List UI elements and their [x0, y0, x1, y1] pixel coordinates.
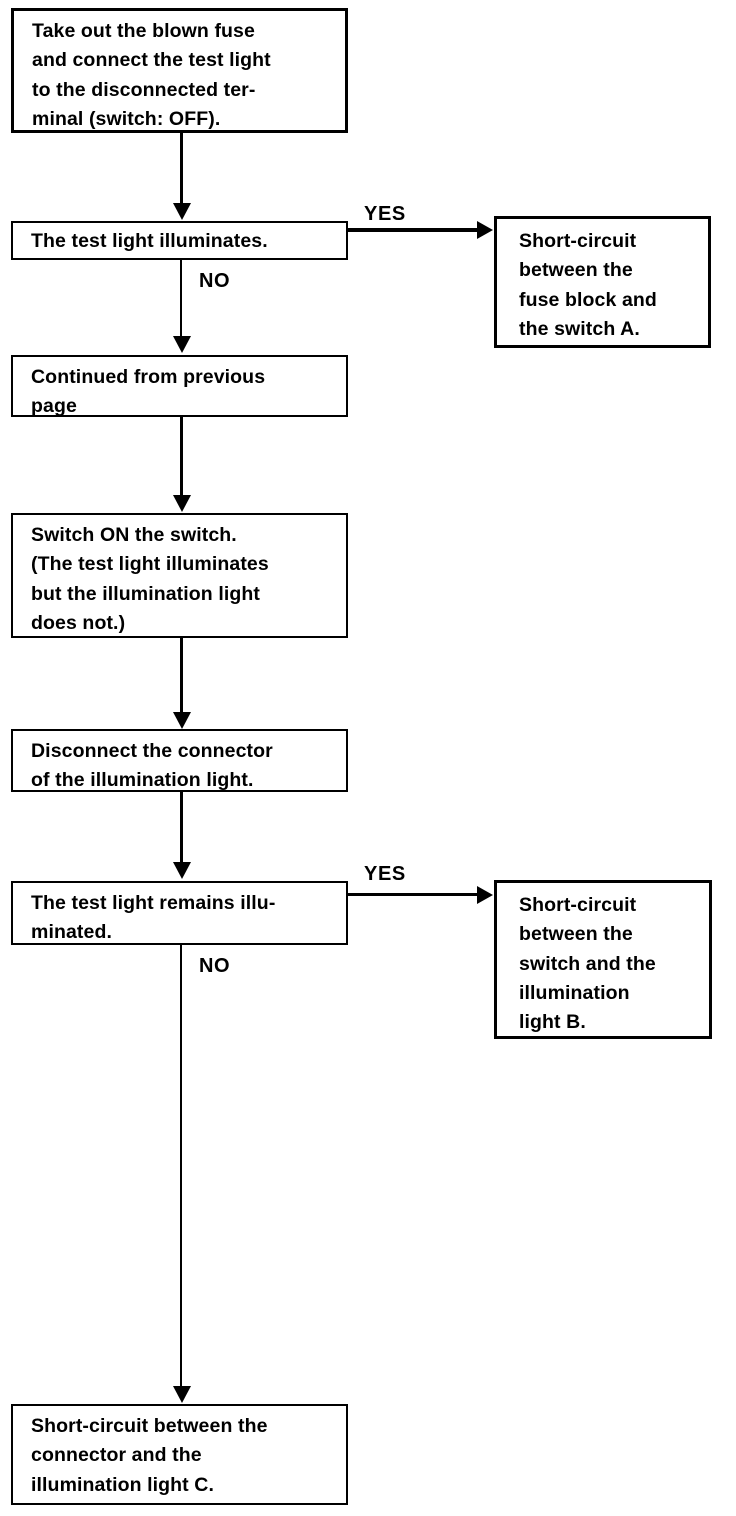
connector-decision2-to-resultC	[180, 944, 182, 1390]
node-result-a[interactable]: Short-circuit between the fuse block and…	[494, 216, 711, 348]
arrowhead-right-resultB	[477, 886, 493, 904]
arrowhead-right-resultA	[477, 221, 493, 239]
node-result-c[interactable]: Short-circuit between the connector and …	[11, 1404, 348, 1505]
edge-label-yes-1: YES	[364, 203, 406, 225]
connector-decision1-yes	[345, 228, 477, 232]
arrowhead-down-decision2	[173, 862, 191, 879]
node-continued-from-previous-page[interactable]: Continued from previous page	[11, 355, 348, 417]
connector-decision2-yes	[345, 893, 479, 896]
connector-decision1-to-continued	[180, 259, 182, 337]
arrowhead-down-resultC	[173, 1386, 191, 1403]
connector-step3-to-decision2	[180, 792, 183, 864]
connector-step2-to-step3	[180, 638, 183, 714]
node-step1[interactable]: Take out the blown fuse and connect the …	[11, 8, 348, 133]
arrowhead-down-continued	[173, 336, 191, 353]
node-step2[interactable]: Switch ON the switch. (The test light il…	[11, 513, 348, 638]
node-result-b[interactable]: Short-circuit between the switch and the…	[494, 880, 712, 1039]
arrowhead-down-step3	[173, 712, 191, 729]
edge-label-no-1: NO	[199, 270, 231, 292]
connector-continued-to-step2	[180, 417, 183, 497]
edge-label-yes-2: YES	[364, 863, 406, 885]
connector-step1-to-decision1	[180, 133, 183, 204]
edge-label-no-2: NO	[199, 955, 231, 977]
arrowhead-down-decision1	[173, 203, 191, 220]
node-step3[interactable]: Disconnect the connector of the illumina…	[11, 729, 348, 792]
node-decision2[interactable]: The test light remains illu- minated.	[11, 881, 348, 945]
arrowhead-down-step2	[173, 495, 191, 512]
node-decision1[interactable]: The test light illuminates.	[11, 221, 348, 260]
